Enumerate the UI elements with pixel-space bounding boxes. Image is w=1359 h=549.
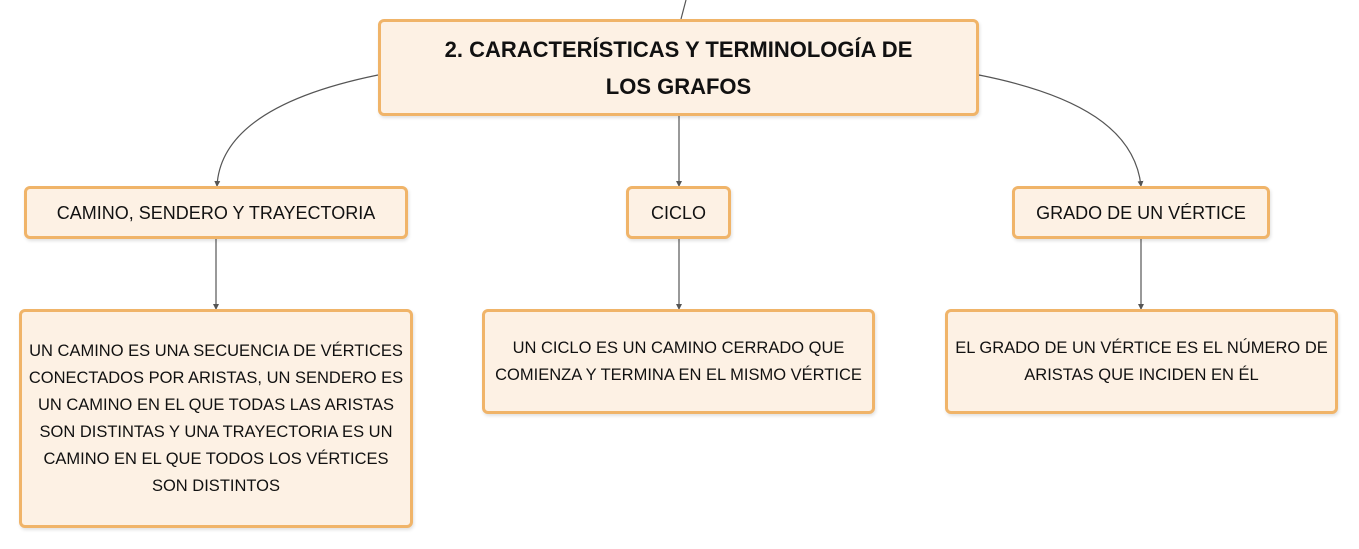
- parent-connector: [680, 0, 687, 20]
- topic-label: CAMINO, SENDERO Y TRAYECTORIA: [56, 202, 376, 223]
- topic-ciclo[interactable]: CICLO: [626, 186, 731, 239]
- description-text: UN CAMINO ES UNA SECUENCIA DE VÉRTICES C…: [28, 341, 404, 495]
- root-title: 2. CARACTERÍSTICAS Y TERMINOLOGÍA DE LOS…: [444, 36, 913, 99]
- description-ciclo[interactable]: UN CICLO ES UN CAMINO CERRADO QUE COMIEN…: [482, 309, 875, 414]
- connector-root-camino: [214, 74, 379, 187]
- topic-grado-vertice[interactable]: GRADO DE UN VÉRTICE: [1012, 186, 1270, 239]
- description-grado[interactable]: EL GRADO DE UN VÉRTICE ES EL NÚMERO DE A…: [945, 309, 1338, 414]
- description-text: EL GRADO DE UN VÉRTICE ES EL NÚMERO DE A…: [955, 338, 1328, 384]
- topic-label: CICLO: [650, 202, 706, 223]
- topic-label: GRADO DE UN VÉRTICE: [1036, 202, 1246, 223]
- topic-camino-sendero-trayectoria[interactable]: CAMINO, SENDERO Y TRAYECTORIA: [24, 186, 408, 239]
- description-camino[interactable]: UN CAMINO ES UNA SECUENCIA DE VÉRTICES C…: [19, 309, 413, 528]
- connector-root-grado: [978, 74, 1144, 187]
- description-text: UN CICLO ES UN CAMINO CERRADO QUE COMIEN…: [495, 338, 862, 384]
- root-node[interactable]: 2. CARACTERÍSTICAS Y TERMINOLOGÍA DE LOS…: [378, 19, 979, 116]
